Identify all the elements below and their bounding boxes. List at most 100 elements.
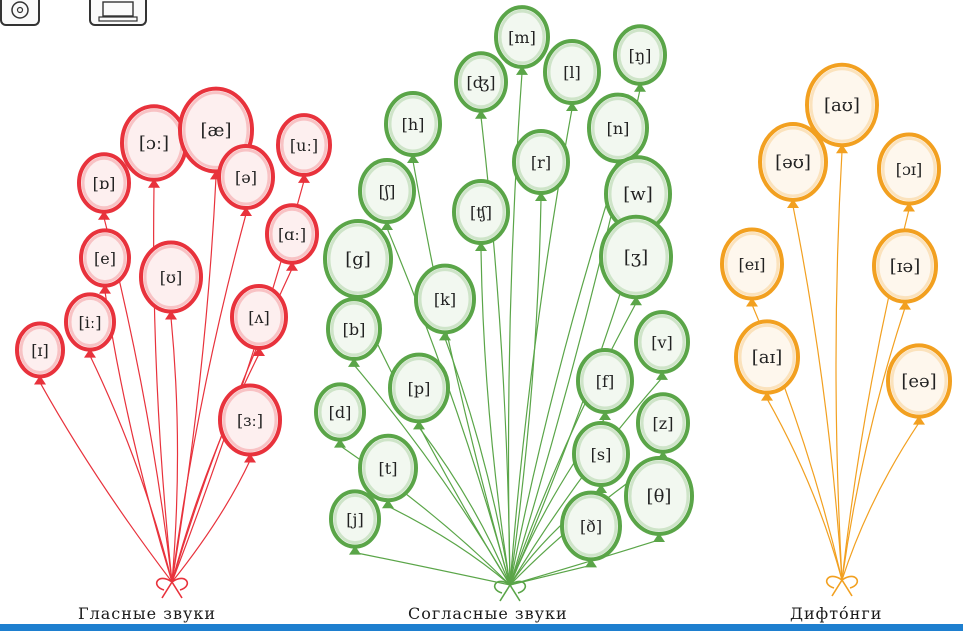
balloon-shade xyxy=(330,301,378,357)
balloon-label: [h] xyxy=(402,115,425,134)
balloon-knot xyxy=(787,198,799,208)
balloon-knot xyxy=(348,357,360,367)
balloon-shade xyxy=(617,28,663,82)
balloon-shade xyxy=(890,347,948,415)
balloon-shade xyxy=(81,156,127,210)
balloon[interactable]: [l] xyxy=(543,38,601,112)
cd-icon[interactable] xyxy=(0,0,40,26)
balloon[interactable]: [ŋ] xyxy=(613,24,667,92)
balloon[interactable]: [e] xyxy=(79,228,131,294)
balloon-shade xyxy=(724,232,780,296)
balloon[interactable]: [h] xyxy=(384,90,442,164)
balloon[interactable]: [t] xyxy=(358,433,418,509)
balloon-shade xyxy=(738,323,796,391)
balloon[interactable]: [d] xyxy=(314,382,366,448)
balloon-string xyxy=(171,460,251,583)
balloon-knot xyxy=(407,154,419,164)
balloon[interactable]: [p] xyxy=(388,352,450,430)
balloon[interactable]: [əʊ] xyxy=(758,122,828,208)
balloon-string xyxy=(509,564,592,586)
balloon-shade xyxy=(388,95,438,153)
balloon-label: [uː] xyxy=(290,136,318,155)
balloon[interactable]: [ʒ] xyxy=(599,214,673,306)
balloon-label: [l] xyxy=(563,63,581,82)
balloon-knot xyxy=(566,102,578,112)
balloon-knot xyxy=(439,331,451,341)
balloon-shade xyxy=(603,219,669,295)
balloon-string xyxy=(418,426,511,586)
balloon-label: [aɪ] xyxy=(752,347,783,368)
computer-icon[interactable] xyxy=(89,0,147,26)
balloon-label: [ɒ] xyxy=(93,174,116,193)
balloon-knot xyxy=(84,348,96,358)
balloon-shade xyxy=(221,148,271,206)
caption-diphthongs: Дифто́нги xyxy=(790,604,883,623)
balloon-string xyxy=(89,355,173,583)
balloon[interactable]: [f] xyxy=(576,347,634,421)
balloon[interactable]: [aɪ] xyxy=(734,319,800,401)
balloon[interactable]: [m] xyxy=(494,5,550,75)
balloon-shade xyxy=(876,232,934,300)
balloon[interactable]: [ʤ] xyxy=(454,51,508,119)
balloon-string xyxy=(509,199,542,586)
balloon-label: [f] xyxy=(596,372,614,391)
balloon-label: [m] xyxy=(508,28,536,47)
balloon[interactable]: [ɜː] xyxy=(218,383,282,463)
balloon[interactable]: [iː] xyxy=(64,292,116,358)
balloon-shade xyxy=(418,268,472,330)
balloon[interactable]: [θ] xyxy=(624,456,694,542)
caption-vowels: Гласные звуки xyxy=(78,604,217,623)
balloon[interactable]: [z] xyxy=(636,392,690,460)
balloon-shade xyxy=(362,438,414,498)
caption-consonants: Согласные звуки xyxy=(408,604,568,623)
balloon-string xyxy=(509,377,663,586)
balloon-shade xyxy=(222,388,278,452)
balloon[interactable]: [ɑː] xyxy=(265,203,319,271)
balloon[interactable]: [ɔː] xyxy=(120,104,188,188)
balloon-string xyxy=(39,382,173,583)
balloon[interactable]: [g] xyxy=(323,219,393,305)
balloon[interactable]: [ʃ] xyxy=(358,157,416,231)
balloon[interactable]: [b] xyxy=(326,297,382,367)
balloon[interactable]: [v] xyxy=(634,310,690,380)
balloon-label: [eɪ] xyxy=(738,255,765,274)
balloon-shade xyxy=(362,162,412,220)
balloon-label: [ŋ] xyxy=(629,46,652,65)
balloon[interactable]: [aʊ] xyxy=(805,62,879,154)
balloon-knot xyxy=(535,192,547,202)
balloon-shade xyxy=(628,460,690,532)
balloon[interactable]: [eə] xyxy=(886,343,952,425)
balloon[interactable]: [ə] xyxy=(217,143,275,217)
balloon[interactable]: [ʌ] xyxy=(230,283,288,357)
balloon-label: [ə] xyxy=(235,168,257,187)
balloon[interactable]: [s] xyxy=(572,420,630,494)
balloon-label: [g] xyxy=(345,249,371,270)
balloon-knot xyxy=(903,202,915,212)
balloon-string xyxy=(509,302,637,586)
balloon-knot xyxy=(253,347,265,357)
balloon-knot xyxy=(653,532,665,542)
balloon[interactable]: [ɒ] xyxy=(77,152,131,220)
balloon[interactable]: [n] xyxy=(587,92,649,170)
balloon-label: [ʒ] xyxy=(624,247,648,268)
balloon-shade xyxy=(516,133,566,191)
balloon[interactable]: [k] xyxy=(414,263,476,341)
balloon[interactable]: [ð] xyxy=(560,490,622,568)
balloon[interactable]: [eɪ] xyxy=(720,227,784,307)
balloon[interactable]: [r] xyxy=(512,128,570,202)
balloon[interactable]: [ɪə] xyxy=(872,228,938,310)
balloon-label: [w] xyxy=(623,184,652,205)
balloon-label: [v] xyxy=(651,333,673,352)
balloon-label: [eə] xyxy=(901,371,936,392)
balloon[interactable]: [j] xyxy=(329,489,381,555)
balloon-string xyxy=(387,505,511,586)
balloon[interactable]: [ʧ] xyxy=(452,178,510,252)
balloon[interactable]: [uː] xyxy=(276,113,332,183)
balloon-label: [əʊ] xyxy=(775,152,811,173)
balloon[interactable]: [ɪ] xyxy=(15,321,65,385)
balloon[interactable]: [ʊ] xyxy=(139,240,203,320)
balloon[interactable]: [ɔɪ] xyxy=(877,132,941,212)
balloon-knot xyxy=(244,453,256,463)
balloon-label: [p] xyxy=(408,379,431,398)
